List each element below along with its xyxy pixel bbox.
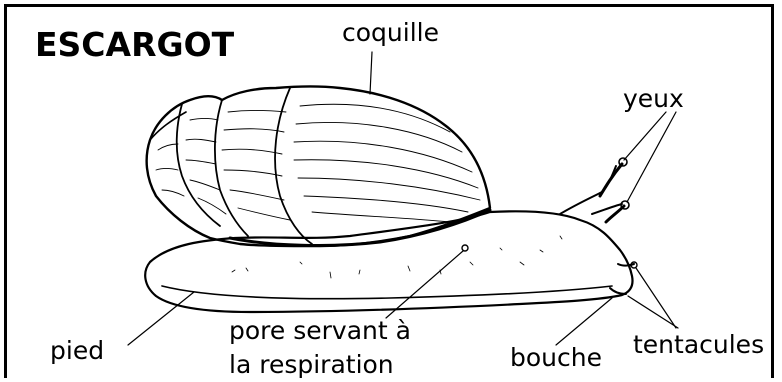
shell-apex [150,112,186,140]
leader-tentacules-1 [636,268,676,328]
foot-edge [162,286,612,299]
eye-stalk-upper [600,164,622,196]
leader-coquille [370,52,372,94]
leader-bouche [556,298,612,345]
head [560,166,622,214]
label-tentacules: tentacules [633,332,764,357]
snail-body [145,211,632,312]
leader-yeux-2 [627,112,676,202]
respiratory-pore [462,245,468,251]
whorl-2 [215,100,248,236]
diagram-title: ESCARGOT [35,28,234,61]
label-pore-line2: la respiration [229,352,394,377]
shell [147,87,490,247]
label-pied: pied [50,338,104,363]
label-pore-line1: pore servant à [229,318,411,343]
label-yeux: yeux [623,86,684,111]
leader-tentacules-2 [628,296,678,328]
label-bouche: bouche [510,345,602,370]
leader-yeux-1 [624,112,666,160]
label-coquille: coquille [342,20,439,45]
whorl-1 [177,104,220,226]
tentacle-lower [610,288,626,294]
